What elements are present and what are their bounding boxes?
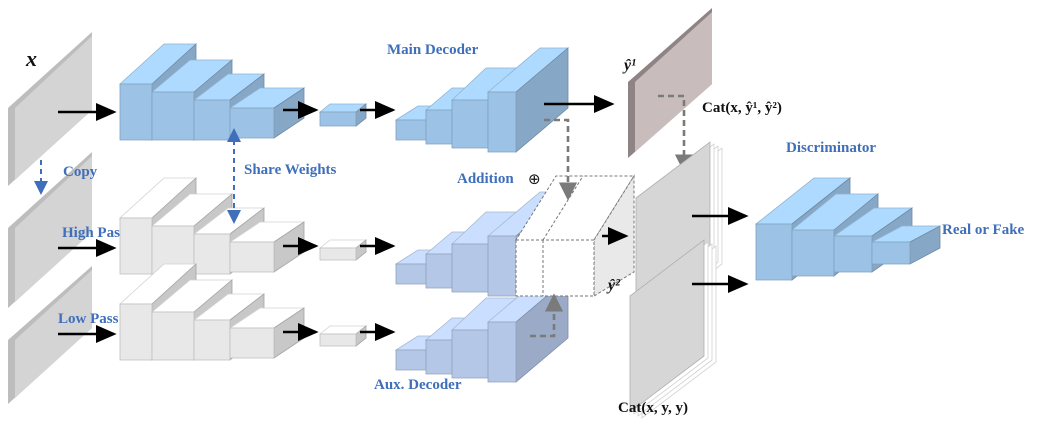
encoder-low-layer-3-front [193,319,231,361]
y1-to-cat-arrow [658,94,694,173]
discriminator-layer-2-front [791,229,835,277]
bottleneck-low-front [319,333,357,347]
bottleneck-main-front [319,111,357,127]
discriminator-layer-1-front [755,223,793,281]
encoder-main-layer-3-front [193,99,231,141]
high-decoder-layer-2-front [425,253,453,289]
real-or-fake-label: Real or Fake [942,222,1025,238]
high-pass-label: High Pass [62,225,126,241]
high-decoder-layer-3-front [451,243,489,293]
main-decoder-layer-1-front [395,119,427,141]
encoder-main [118,43,306,141]
encoder-high-pass [118,177,306,275]
main-decoder-layer-3-front [451,99,489,149]
main-decoder-label: Main Decoder [387,42,479,58]
input-plane-high-pass [8,152,92,308]
main-decoder-layer-4-front [487,91,517,153]
share-weights-label: Share Weights [244,162,337,178]
cat-bottom-label: Cat(x, y, y) [618,400,688,416]
discriminator-layer-3-front [833,235,873,273]
aux-decoder-layer-4-front [487,321,517,383]
encoder-high-layer-1-front [119,217,153,275]
low-pass-label: Low Pass [58,311,119,327]
encoder-high-layer-3-front [193,233,231,275]
main-decoder [394,47,570,153]
encoder-low-pass [118,263,306,361]
addition-symbol: ⊕ [528,170,541,188]
aux-decoder-layer-2-front [425,339,453,375]
high-decoder-layer-1-front [395,263,427,285]
encoder-main-layer-1-front [119,83,153,141]
encoder-main-layer-2-front [151,91,195,141]
addition-label: Addition [457,171,514,187]
copy-label: Copy [63,164,98,180]
encoder-low-layer-2-front [151,311,195,361]
y-hat-1-label: ŷ¹ [622,57,636,74]
bottleneck-main [318,103,368,127]
encoder-low-layer-4-front [229,327,275,359]
encoder-low-layer-1-front [119,303,153,361]
input-plane-main [8,32,92,186]
cat-top-label: Cat(x, ŷ¹, ŷ²) [702,100,782,116]
input-plane-low-pass [8,266,92,404]
discriminator [754,177,941,281]
cat-real-slab-1 [629,239,705,413]
high-decoder-layer-4-front [487,235,517,297]
cat-stack-real [629,239,717,419]
aux-decoder-layer-3-front [451,329,489,379]
aux-decoder-layer-1-front [395,349,427,371]
y-hat-2-label: ŷ² [606,277,621,294]
aux-decoder-label: Aux. Decoder [374,377,462,393]
main-to-addition-arrow [544,118,578,201]
bottleneck-high-pass [318,239,368,261]
encoder-main-layer-4-front [229,107,275,139]
discriminator-label: Discriminator [786,140,876,156]
main-decoder-layer-2-front [425,109,453,145]
addition-block [515,174,635,297]
discriminator-layer-4-front [871,241,911,265]
bottleneck-high-front [319,247,357,261]
encoder-high-layer-4-front [229,241,275,273]
bottleneck-low-pass [318,325,368,347]
output-y1-plane [628,8,712,158]
aux-to-addition-arrow [530,293,564,338]
input-label: x [25,46,37,71]
